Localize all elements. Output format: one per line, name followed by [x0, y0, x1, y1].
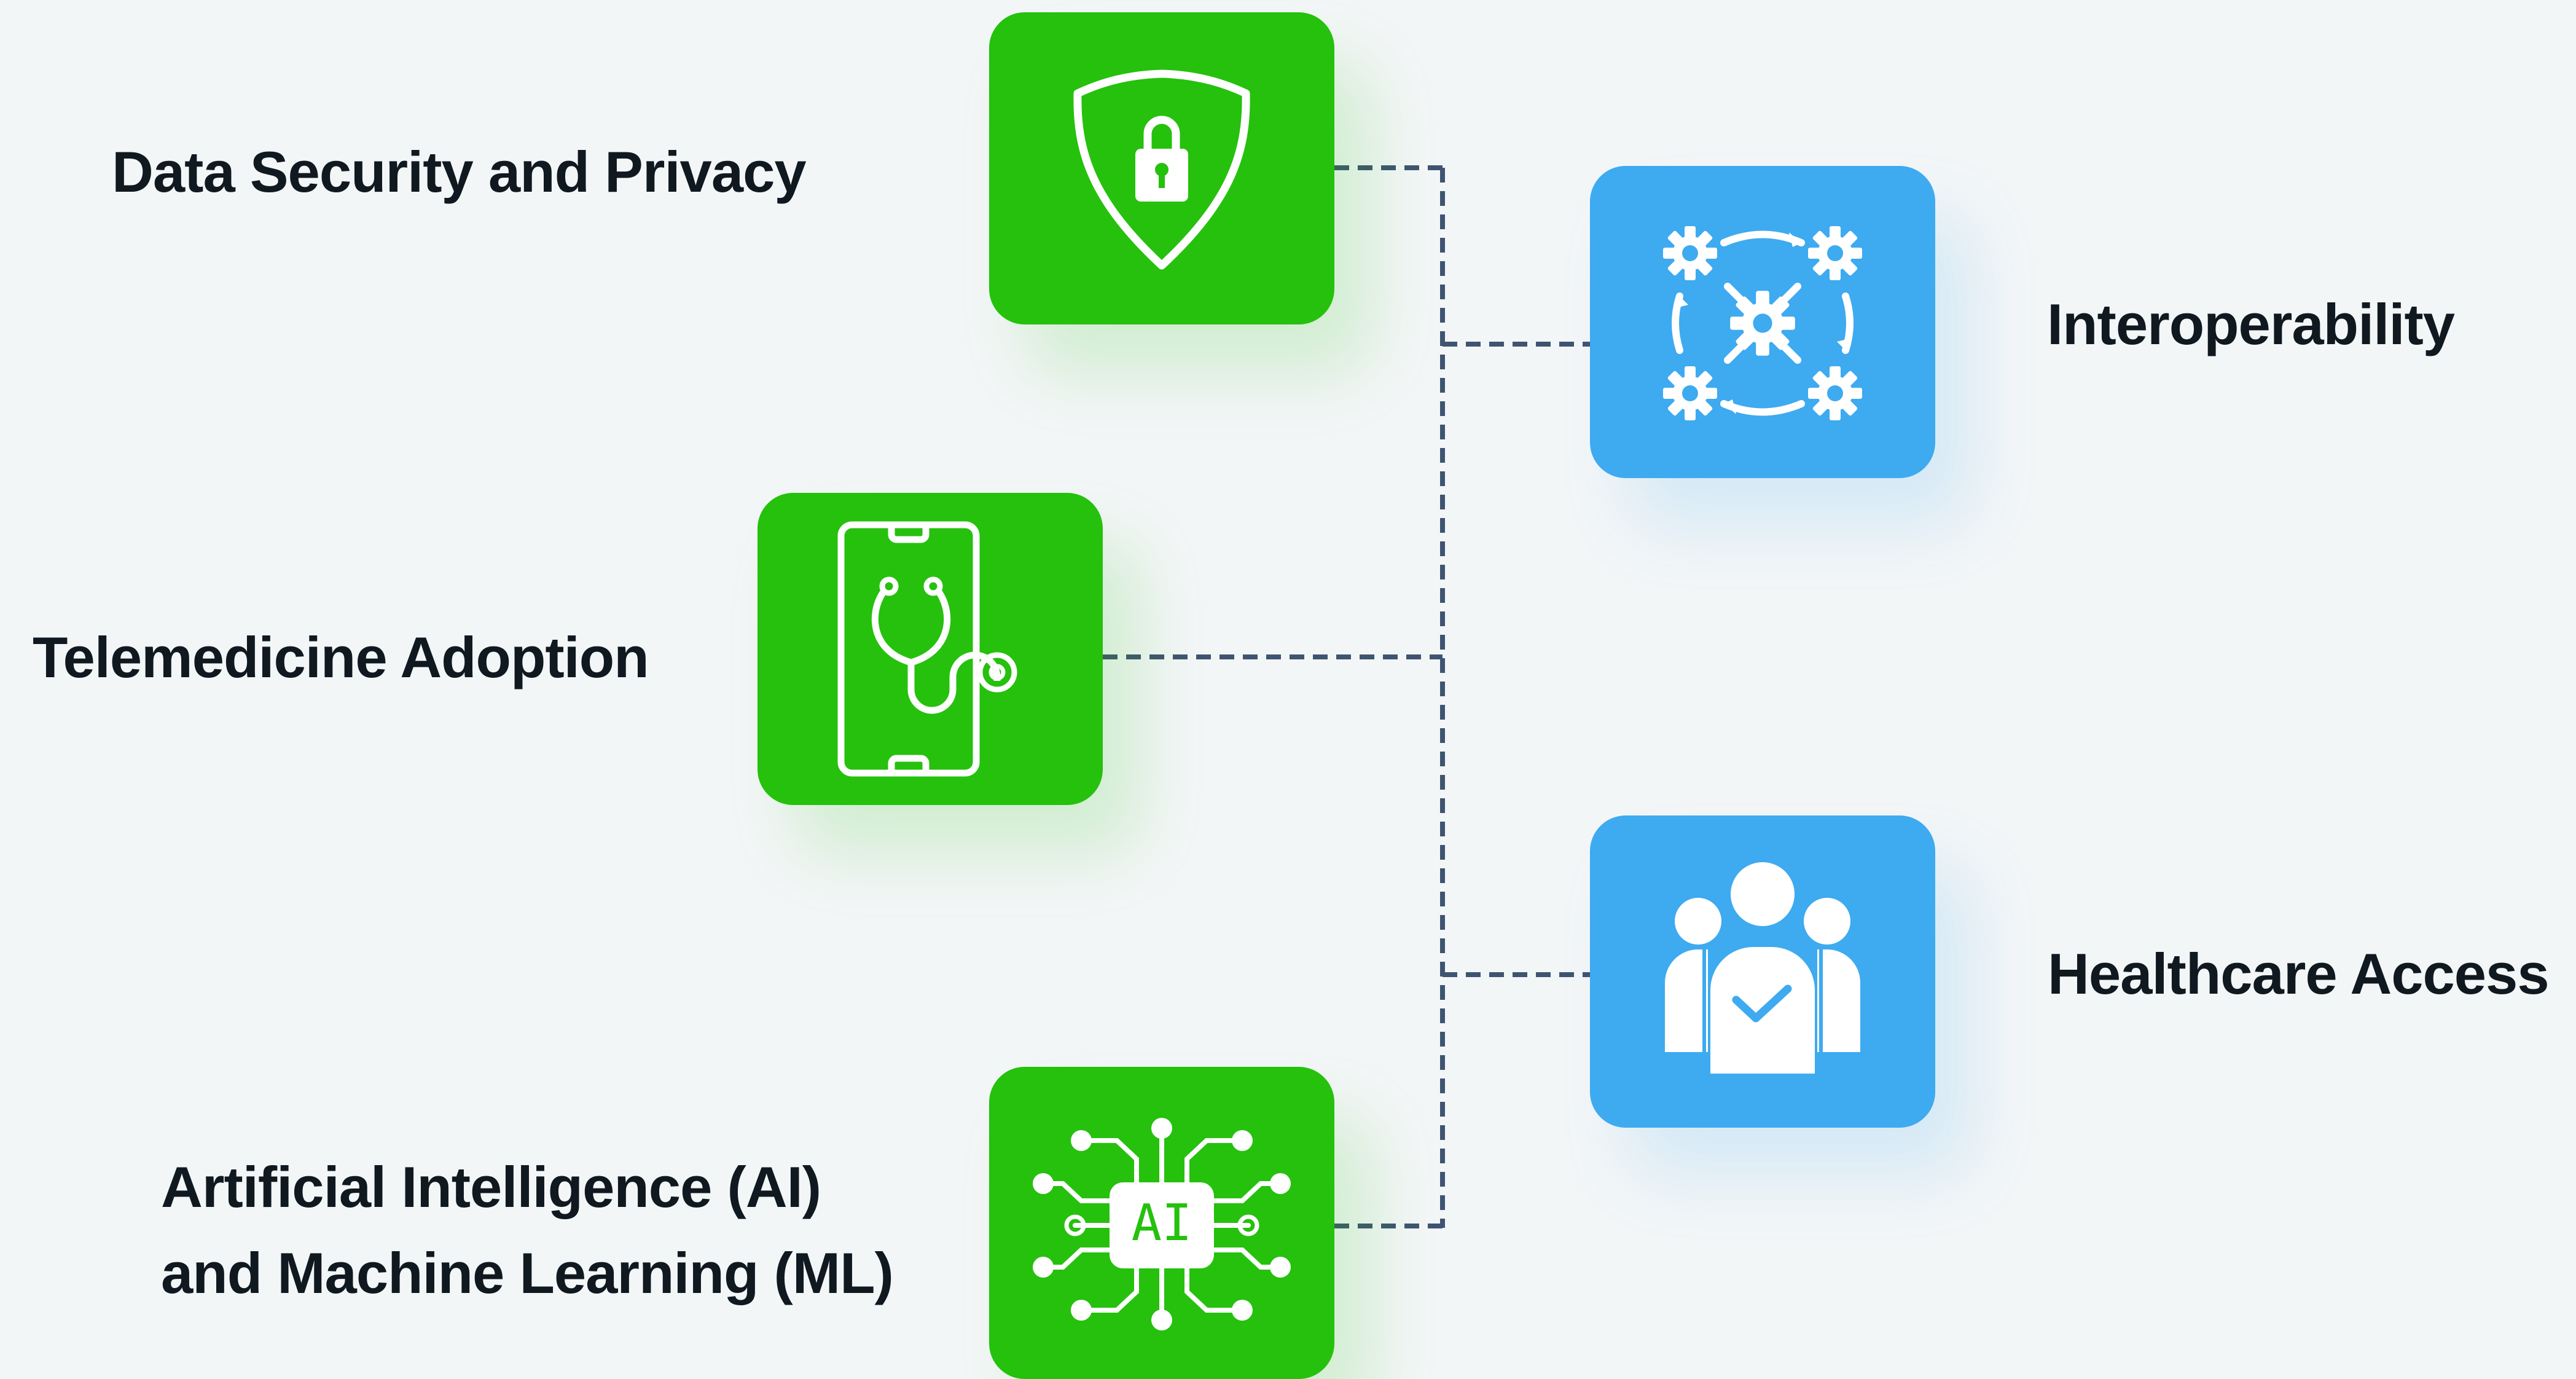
interoperability-tile — [1590, 166, 1935, 478]
ai-chip-icon: AI — [1033, 1118, 1291, 1330]
interoperability-label: Interoperability — [2047, 292, 2455, 356]
ai-ml-label: Artificial Intelligence (AI) and Machine… — [161, 1144, 894, 1316]
group-checkmark-icon — [1665, 862, 1860, 1074]
data-security-label: Data Security and Privacy — [112, 139, 807, 204]
telemedicine-label: Telemedicine Adoption — [33, 625, 649, 690]
healthcare-access-tile — [1590, 815, 1935, 1128]
ai-ml-tile: AI — [989, 1067, 1334, 1379]
connected-gears-icon — [1663, 226, 1862, 420]
healthcare-access-label: Healthcare Access — [2048, 941, 2550, 1006]
telemedicine-tile — [758, 493, 1103, 805]
shield-lock-icon — [1073, 69, 1250, 270]
ai-ml-label-line-2: and Machine Learning (ML) — [161, 1241, 894, 1305]
data-security-tile — [989, 12, 1334, 324]
ai-ml-label-line-1: Artificial Intelligence (AI) — [161, 1155, 821, 1219]
smartphone-stethoscope-icon — [837, 521, 1017, 777]
ai-chip-text: AI — [1132, 1194, 1192, 1252]
